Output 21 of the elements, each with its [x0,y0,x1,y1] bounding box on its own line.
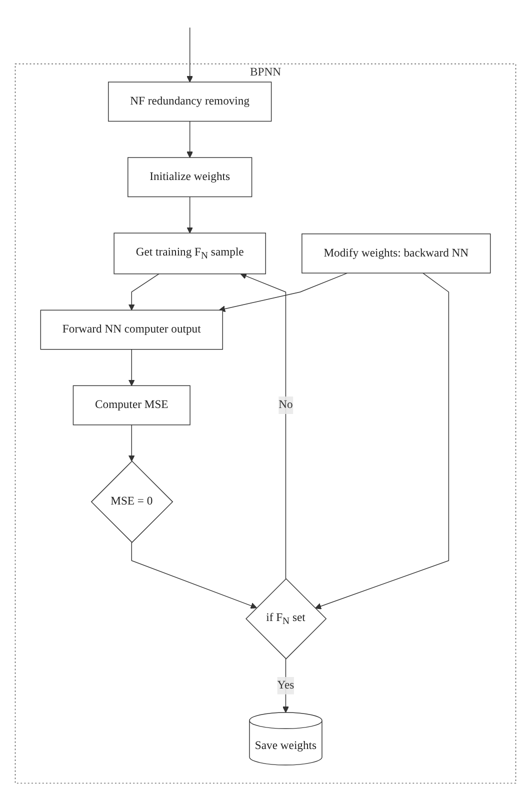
node-diamond: if F$_{N}$ set [246,578,327,660]
node-box: Initialize weights [128,157,252,198]
arrow [128,274,160,310]
arrow [282,658,289,713]
node-box: Computer MSE [72,385,190,426]
arrow [186,120,194,158]
node-box: Get training F$_{N}$ sample [114,232,266,274]
arrow [131,542,257,609]
node-box: Modify weights: backward NN [302,234,491,274]
edge-label: Yes [277,679,294,692]
arrow [186,27,194,82]
arrow [128,424,135,462]
arrow [186,196,194,234]
node-diamond: MSE = 0 [90,460,174,543]
node-box: Forward NN computer output [40,310,223,350]
arrow [314,272,450,610]
arrow [240,273,286,580]
edge-label: No [278,398,293,412]
node-box: NF redundancy removing [108,82,272,122]
arrow [218,272,348,312]
arrow [128,349,135,386]
